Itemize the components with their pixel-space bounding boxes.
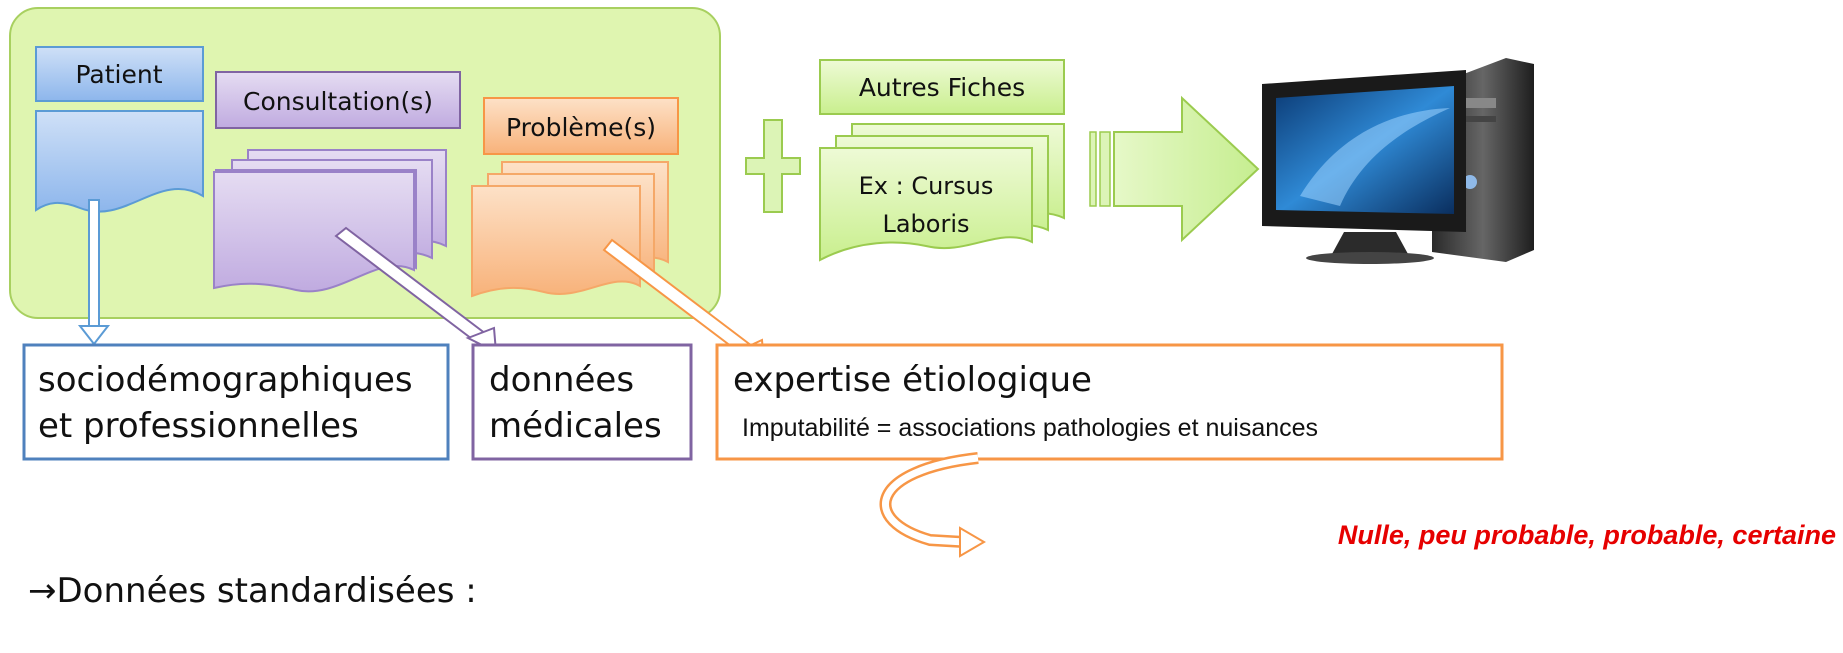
- consultation-label: Consultation(s): [243, 87, 433, 116]
- medical-output-box: [471, 343, 693, 461]
- plus-icon: [745, 119, 801, 213]
- autres-fiches-card: Autres Fiches Ex : Cursus Laboris: [819, 59, 1065, 262]
- example-line-2: Laboris: [882, 210, 969, 238]
- computer-icon: [1262, 58, 1534, 264]
- probleme-label: Problème(s): [506, 113, 656, 142]
- expertise-output-box: [715, 343, 1504, 461]
- curved-arrow: [879, 452, 986, 558]
- patient-label: Patient: [75, 60, 162, 89]
- socio-line-2: et professionnelles: [38, 406, 359, 446]
- patient-connector-arrow: [77, 199, 111, 346]
- socio-output-box: [22, 343, 450, 461]
- autres-fiches-label: Autres Fiches: [859, 73, 1025, 102]
- expertise-title: expertise étiologique: [733, 360, 1092, 400]
- socio-line-1: sociodémographiques: [38, 360, 413, 400]
- probability-scale: Nulle, peu probable, probable, certaine: [1338, 520, 1836, 550]
- medical-line-1: données: [489, 360, 634, 400]
- footer-text: →Données standardisées :: [28, 571, 477, 611]
- expertise-subtitle: Imputabilité = associations pathologies …: [742, 414, 1318, 442]
- example-line-1: Ex : Cursus: [859, 172, 994, 200]
- block-arrow-icon: [1089, 95, 1260, 243]
- patient-card: Patient: [35, 46, 204, 213]
- medical-line-2: médicales: [489, 406, 662, 446]
